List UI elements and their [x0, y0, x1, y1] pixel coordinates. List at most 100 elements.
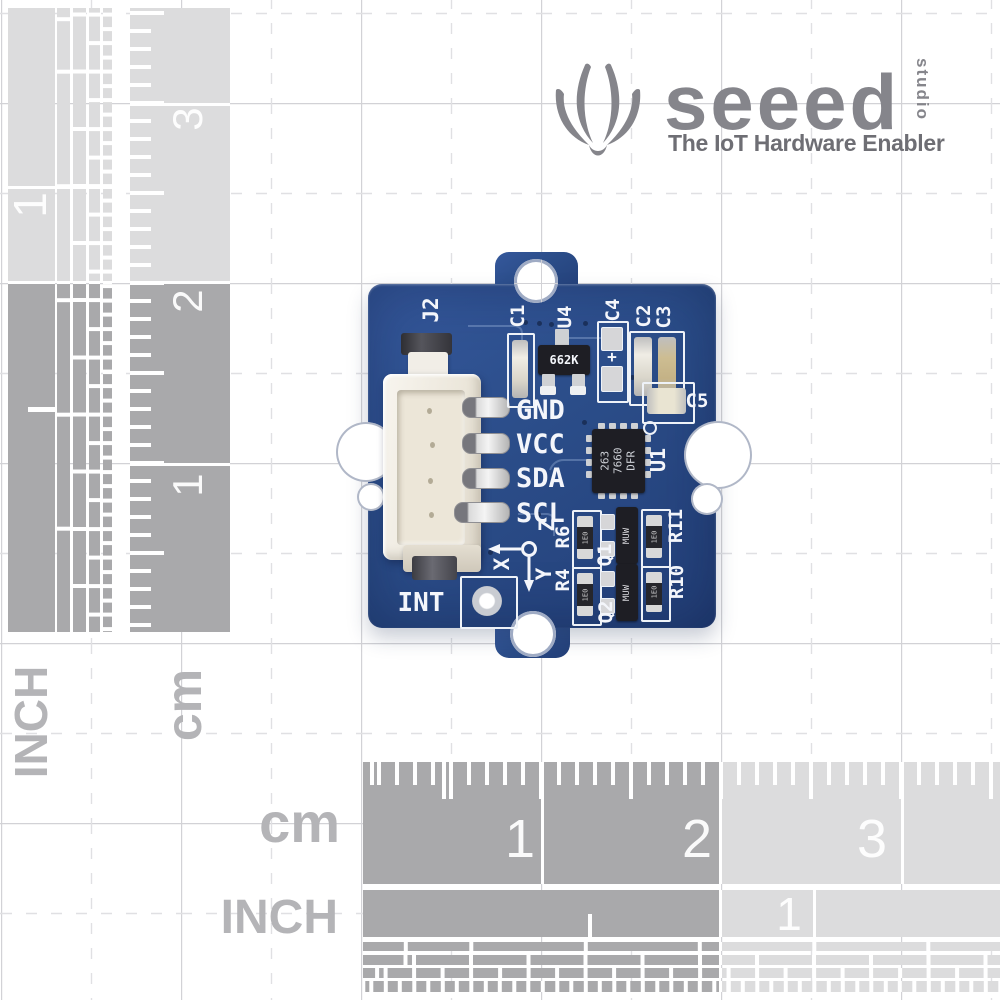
axis-indicator: [488, 541, 537, 592]
vertical-cm-ruler: 3 2 1: [130, 8, 230, 632]
u1-pin: [645, 447, 651, 454]
cm-divider: [130, 103, 230, 106]
solder-pad: [570, 386, 586, 395]
u1-pin: [631, 423, 638, 429]
refdes-r6: R6: [551, 525, 574, 549]
solder-pad: [600, 598, 615, 614]
seeed-logo: seeed studio The IoT Hardware Enabler: [540, 55, 945, 165]
cm-number: 2: [681, 809, 713, 869]
via-dot: [549, 322, 554, 327]
resistor-r4-outline: [572, 567, 602, 626]
cap-c4-outline: [597, 321, 629, 403]
pin-label-gnd: GND: [516, 394, 565, 426]
resistor-r4: 1E0: [577, 573, 593, 616]
transistor-marking: MUW: [621, 584, 632, 601]
connector-pin-vcc: [462, 433, 510, 454]
cap-c3: [658, 337, 676, 396]
connector-rear-tab: [401, 333, 452, 355]
connector-collar: [408, 352, 448, 377]
regulator-pin: [555, 329, 569, 346]
horizontal-inch-ruler: 1: [363, 890, 1000, 1000]
transistor-q1: MUW: [616, 507, 638, 564]
u1-pin: [598, 493, 605, 499]
edge-notch-right-lower: [691, 483, 723, 515]
inch-number: 1: [4, 192, 56, 218]
u1-pin: [586, 447, 592, 454]
resistor-r6: 1E0: [577, 516, 593, 559]
resistor-r11: 1E0: [646, 515, 662, 558]
grid-line-through-hole: [514, 283, 558, 285]
vertical-inch-ruler-bar: [8, 8, 55, 632]
cm-divider: [130, 463, 230, 466]
inch-mark-divider: [813, 890, 816, 937]
inch-mark-divider: [8, 186, 112, 189]
refdes-r10: R10: [665, 564, 688, 600]
u1-pin: [645, 471, 651, 478]
cm-number: 1: [164, 473, 211, 497]
grove-connector-cavity: [397, 390, 465, 545]
resistor-code: 1E0: [581, 531, 589, 544]
horizontal-inch-bar: [363, 890, 1000, 937]
via-dot: [523, 320, 528, 325]
horizontal-cm-unit-label: cm: [259, 790, 340, 854]
cm-number: 3: [856, 809, 888, 869]
cm-divider: [541, 762, 544, 884]
vertical-inch-ruler: 1: [4, 8, 112, 632]
cap-c4-pad: [601, 327, 623, 351]
cm-divider: [901, 762, 904, 884]
axis-label-x: X: [489, 557, 514, 571]
horizontal-cm-ruler: 1 2 3: [363, 762, 1000, 884]
refdes-u1: U1: [646, 447, 670, 473]
polarity-mark: +: [607, 347, 617, 366]
refdes-q1: Q1: [593, 543, 616, 567]
resistor-code: 1E0: [581, 588, 589, 601]
cap-c4-pad: [601, 366, 623, 392]
interrupt-hole: [472, 586, 502, 616]
solder-pad: [540, 386, 556, 395]
resistor-code: 1E0: [650, 530, 658, 543]
half-inch-tick: [588, 914, 592, 937]
seeed-logo-mark: [555, 63, 641, 156]
transistor-marking: MUW: [621, 527, 632, 544]
mounting-hole-top: [514, 259, 558, 303]
refdes-q2: Q2: [594, 600, 617, 624]
u1-pin: [609, 493, 616, 499]
via-dot: [630, 375, 635, 380]
vertical-inch-quarter-strip: [57, 8, 70, 632]
cm-number: 3: [164, 107, 211, 131]
half-inch-tick: [28, 407, 55, 412]
vertical-inch-thirtysecond-strip: [103, 8, 112, 632]
logo-wordmark: seeed: [664, 58, 901, 146]
u1-pin: [586, 435, 592, 442]
refdes-r4: R4: [551, 568, 574, 592]
interrupt-label: INT: [397, 588, 445, 618]
connector-pin-sda: [462, 468, 510, 489]
vertical-inch-unit-label: INCH: [5, 665, 57, 779]
u1-pin: [631, 493, 638, 499]
via-dot: [582, 420, 587, 425]
via-dot: [537, 321, 542, 326]
u1-pin: [598, 423, 605, 429]
inch-number: 1: [776, 888, 802, 940]
refdes-c5: C5: [685, 389, 709, 412]
refdes-c2: C2: [632, 304, 655, 328]
vertical-halfcm-ticks: [130, 8, 164, 632]
resistor-r10: 1E0: [646, 572, 662, 612]
u1-pin: [620, 493, 627, 499]
horizontal-inch-eighth-row: [363, 955, 1000, 965]
via-dot: [488, 550, 493, 555]
solder-pad: [600, 514, 615, 530]
solder-pad: [600, 541, 615, 557]
edge-notch-right-upper: [684, 421, 752, 489]
vertical-inch-sixteenth-strip: [89, 8, 100, 632]
connector-foot: [412, 556, 457, 580]
logo-studio-text: studio: [913, 58, 932, 121]
connector-refdes-label: J2: [418, 297, 443, 323]
connector-pin-gnd: [462, 397, 510, 418]
pin-label-vcc: VCC: [516, 428, 565, 460]
solder-pad: [600, 571, 615, 587]
grove-accelerometer-board: J2 GND VCC SDA SCL C1 U4 662K: [336, 250, 752, 660]
transistor-q2: MUW: [616, 564, 638, 621]
refdes-c3: C3: [652, 305, 675, 329]
regulator-pin: [572, 374, 585, 387]
